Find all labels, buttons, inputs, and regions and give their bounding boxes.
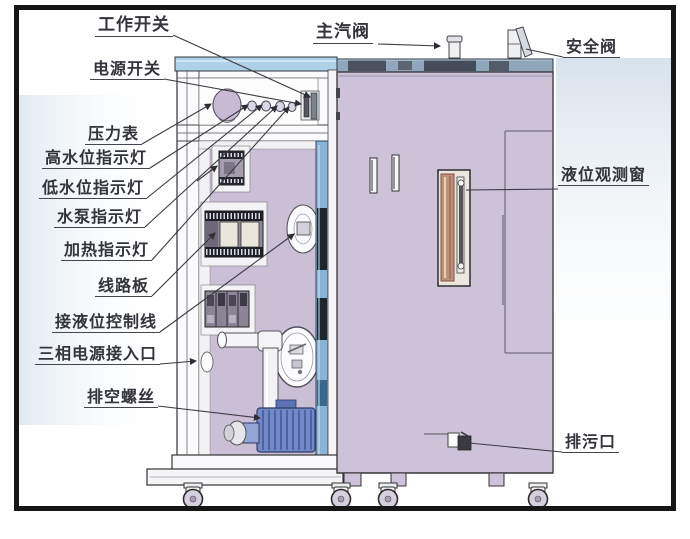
label-low-water-indicator: 低水位指示灯 <box>38 179 147 199</box>
label-level-control-wire: 接液位控制线 <box>51 313 160 333</box>
cabinet-base <box>146 454 344 486</box>
label-heating-indicator: 加热指示灯 <box>60 241 152 261</box>
caster-wheels <box>182 482 549 510</box>
label-pressure-gauge: 压力表 <box>84 125 142 145</box>
door-edge-strip <box>315 140 329 461</box>
water-piping <box>217 330 283 419</box>
relay-component <box>211 145 251 193</box>
label-drain-outlet: 排污口 <box>562 433 620 453</box>
boiler-body <box>336 58 554 487</box>
pump-motor <box>223 399 316 453</box>
level-wire-connector <box>286 204 320 254</box>
vent-slots <box>369 154 400 194</box>
leader-lines <box>141 34 564 453</box>
label-circuit-board: 线路板 <box>94 277 152 297</box>
control-cabinet <box>146 56 344 486</box>
drain-fitting <box>424 431 472 451</box>
label-main-steam-valve: 主汽阀 <box>313 22 373 45</box>
label-high-water-indicator: 高水位指示灯 <box>41 149 150 169</box>
panel-seam <box>504 130 552 354</box>
label-vent-screw: 排空螺丝 <box>83 388 158 408</box>
level-window-graphic <box>437 169 471 287</box>
background-wash-right <box>556 58 673 393</box>
safety-valve-graphic <box>507 26 533 59</box>
circuit-board-graphic <box>200 201 268 267</box>
label-safety-valve: 安全阀 <box>563 38 621 58</box>
label-level-window: 液位观测窗 <box>558 166 650 186</box>
label-work-switch: 工作开关 <box>95 15 173 38</box>
three-phase-inlet-hole <box>200 351 214 373</box>
switch-assembly <box>300 90 320 121</box>
main-steam-valve-graphic <box>446 35 463 59</box>
label-pump-indicator: 水泵指示灯 <box>53 208 145 228</box>
label-power-switch: 电源开关 <box>89 60 164 80</box>
picture-frame <box>14 5 676 511</box>
terminal-blocks <box>200 284 256 336</box>
label-three-phase-inlet: 三相电源接入口 <box>34 345 160 365</box>
